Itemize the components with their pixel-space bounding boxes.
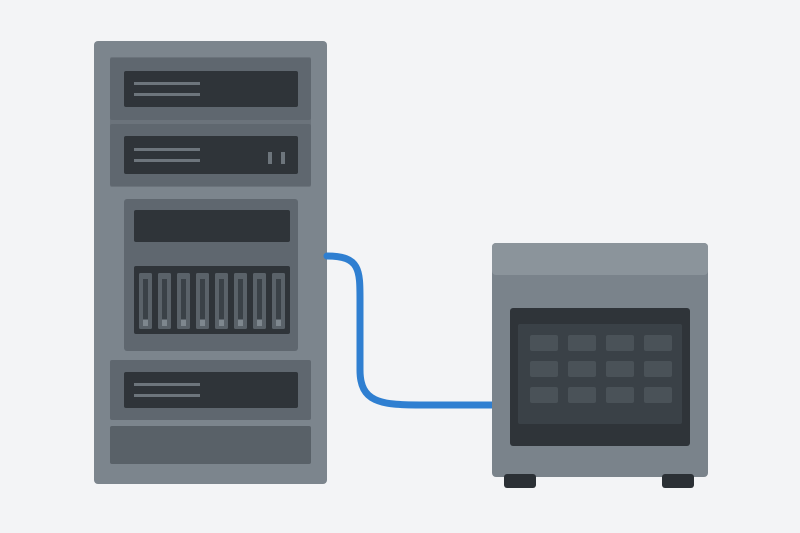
- enclosure-bay: [530, 387, 558, 403]
- drive-disk-handle: [276, 279, 281, 319]
- drive-disk-handle: [238, 279, 243, 319]
- drive-disk: [158, 273, 171, 329]
- drive-disk: [139, 273, 152, 329]
- rack-unit-2-led-1: [268, 152, 272, 164]
- drive-disk-led: [181, 320, 186, 326]
- drive-disk-led: [257, 320, 262, 326]
- rack-unit-1-line-2: [134, 93, 200, 96]
- rack-unit-2-slot: [124, 136, 298, 174]
- drive-bay-disks: [139, 273, 285, 329]
- drive-disk-led: [162, 320, 167, 326]
- drive-disk-led: [143, 320, 148, 326]
- drive-disk: [215, 273, 228, 329]
- server-rack: [94, 41, 327, 484]
- enclosure-bay: [530, 335, 558, 351]
- enclosure-bay: [530, 361, 558, 377]
- drive-disk-handle: [200, 279, 205, 319]
- enclosure-panel-inner: [518, 324, 682, 424]
- drive-disk: [253, 273, 266, 329]
- drive-disk-led: [219, 320, 224, 326]
- drive-disk-led: [200, 320, 205, 326]
- enclosure-bay: [606, 361, 634, 377]
- enclosure-bay: [644, 335, 672, 351]
- enclosure-bay: [644, 387, 672, 403]
- enclosure-bay: [568, 335, 596, 351]
- enclosure-top: [492, 243, 708, 275]
- drive-disk-led: [238, 320, 243, 326]
- rack-unit-2-line-2: [134, 159, 200, 162]
- enclosure-bay: [606, 387, 634, 403]
- enclosure-bay: [606, 335, 634, 351]
- rack-unit-4-line-2: [134, 394, 200, 397]
- drive-disk: [234, 273, 247, 329]
- enclosure-foot-right: [662, 474, 694, 488]
- drive-disk-handle: [257, 279, 262, 319]
- enclosure-bay: [644, 361, 672, 377]
- drive-disk-handle: [143, 279, 148, 319]
- enclosure-bay: [568, 387, 596, 403]
- drive-bay: [134, 266, 290, 334]
- rack-unit-2-led-2: [281, 152, 285, 164]
- rack-base: [110, 426, 311, 464]
- drive-disk: [272, 273, 285, 329]
- enclosure-bay: [568, 361, 596, 377]
- drive-disk: [177, 273, 190, 329]
- drive-disk-led: [276, 320, 281, 326]
- rack-unit-1-slot: [124, 71, 298, 107]
- drive-disk-handle: [219, 279, 224, 319]
- storage-enclosure: [492, 243, 708, 488]
- enclosure-bays: [530, 335, 672, 403]
- rack-unit-3-top-slot: [134, 210, 290, 242]
- rack-unit-4-line-1: [134, 383, 200, 386]
- drive-disk: [196, 273, 209, 329]
- drive-disk-handle: [162, 279, 167, 319]
- enclosure-foot-left: [504, 474, 536, 488]
- rack-unit-4-slot: [124, 372, 298, 408]
- network-cable: [323, 252, 496, 409]
- rack-unit-2-line-1: [134, 148, 200, 151]
- rack-unit-1-line-1: [134, 82, 200, 85]
- drive-disk-handle: [181, 279, 186, 319]
